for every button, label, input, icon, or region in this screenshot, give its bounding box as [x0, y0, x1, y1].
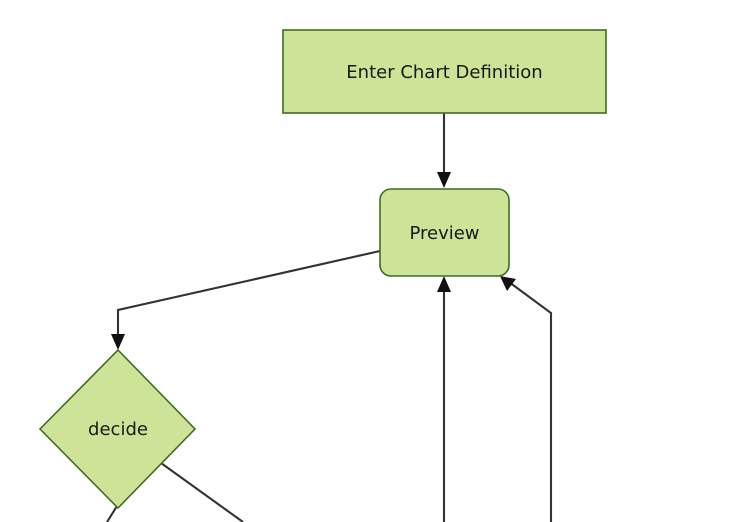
edge-bottom-right-to-preview — [500, 276, 553, 522]
node-enter-chart-definition-label: Enter Chart Definition — [346, 62, 542, 83]
edge-decide-bottom-left — [106, 505, 118, 522]
edge-enter-to-preview — [437, 113, 451, 188]
node-preview[interactable]: Preview — [379, 188, 510, 277]
edge-preview-to-decide — [111, 249, 381, 350]
node-decide-label: decide — [88, 419, 148, 440]
edge-decide-bottom-right-line — [160, 462, 244, 522]
node-decide-shape[interactable] — [38, 348, 197, 510]
node-enter-chart-definition[interactable]: Enter Chart Definition — [282, 29, 607, 114]
arrowhead-icon — [437, 172, 451, 188]
node-preview-label: Preview — [409, 223, 479, 244]
edge-decide-bottom-right — [160, 462, 244, 522]
node-enter-chart-definition-shape[interactable] — [282, 29, 607, 114]
edge-decide-bottom-left-line — [106, 505, 118, 522]
node-decide[interactable]: decide — [38, 348, 197, 510]
node-layer: Enter Chart Definition Preview decide — [38, 29, 607, 510]
arrowhead-icon — [437, 276, 451, 292]
arrowhead-icon — [111, 334, 125, 350]
node-preview-shape[interactable] — [379, 188, 510, 277]
edge-layer — [106, 113, 553, 522]
edge-bottom-center-to-preview — [437, 276, 451, 522]
arrowhead-icon — [500, 276, 516, 291]
edge-preview-to-decide-line — [116, 249, 381, 344]
edge-bottom-right-to-preview-line — [508, 281, 553, 522]
